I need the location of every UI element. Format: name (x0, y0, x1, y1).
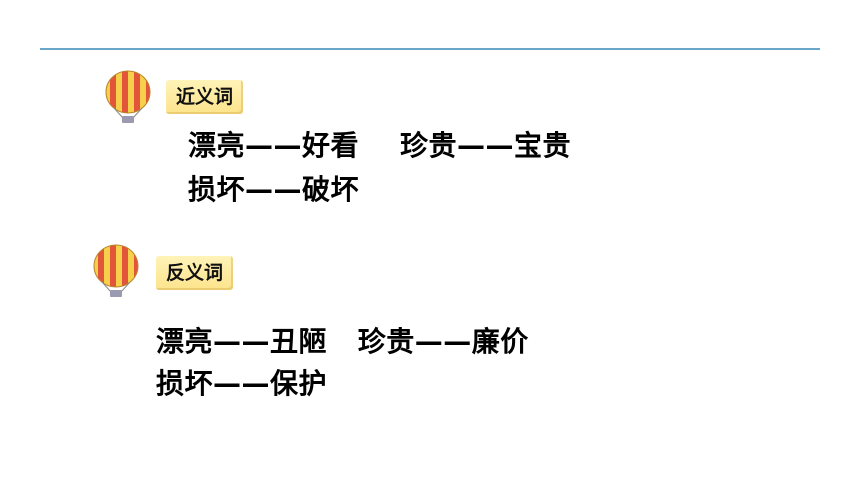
synonym-tag: 近义词 (166, 80, 244, 114)
hot-air-balloon-icon (105, 70, 151, 123)
synonym-line-2: 损坏——破坏 (188, 173, 360, 206)
synonym-line-1: 漂亮——好看 珍贵——宝贵 (188, 129, 571, 162)
antonym-line-1: 漂亮——丑陋 珍贵——廉价 (156, 325, 529, 358)
antonym-line-2: 损坏——保护 (156, 367, 328, 400)
top-divider (40, 48, 820, 50)
antonym-tag: 反义词 (156, 256, 234, 290)
hot-air-balloon-icon (93, 244, 139, 297)
